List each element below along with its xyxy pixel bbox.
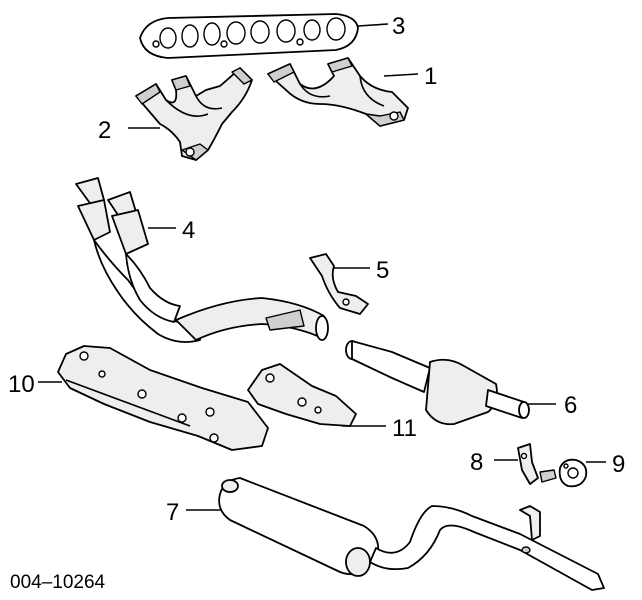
- callout-5: 5: [376, 257, 389, 284]
- part-7-muffler-tailpipe: [186, 477, 605, 591]
- part-4-catalytic-converter-pipe: [75, 177, 329, 343]
- figure-code: 004–10264: [10, 572, 106, 593]
- callout-11: 11: [392, 415, 417, 442]
- part-5-bracket: [309, 253, 370, 315]
- callout-3: 3: [392, 13, 405, 40]
- callout-7: 7: [166, 499, 179, 526]
- callout-6: 6: [564, 392, 577, 419]
- part-10-heat-shield-left: [38, 345, 269, 451]
- callout-4: 4: [182, 217, 195, 244]
- part-8-hanger-bracket: [494, 443, 557, 485]
- part-2-exhaust-manifold-left: [128, 67, 253, 161]
- part-6-intermediate-pipe: [345, 340, 556, 426]
- callout-9: 9: [612, 451, 625, 478]
- callout-1: 1: [424, 63, 437, 90]
- part-1-exhaust-manifold-right: [267, 57, 419, 127]
- part-3-manifold-gasket: [139, 13, 389, 59]
- part-9-flange-gasket: [558, 458, 606, 488]
- callout-8: 8: [470, 449, 483, 476]
- callout-10: 10: [8, 371, 35, 398]
- part-11-heat-shield-right: [247, 363, 386, 427]
- callout-2: 2: [98, 117, 111, 144]
